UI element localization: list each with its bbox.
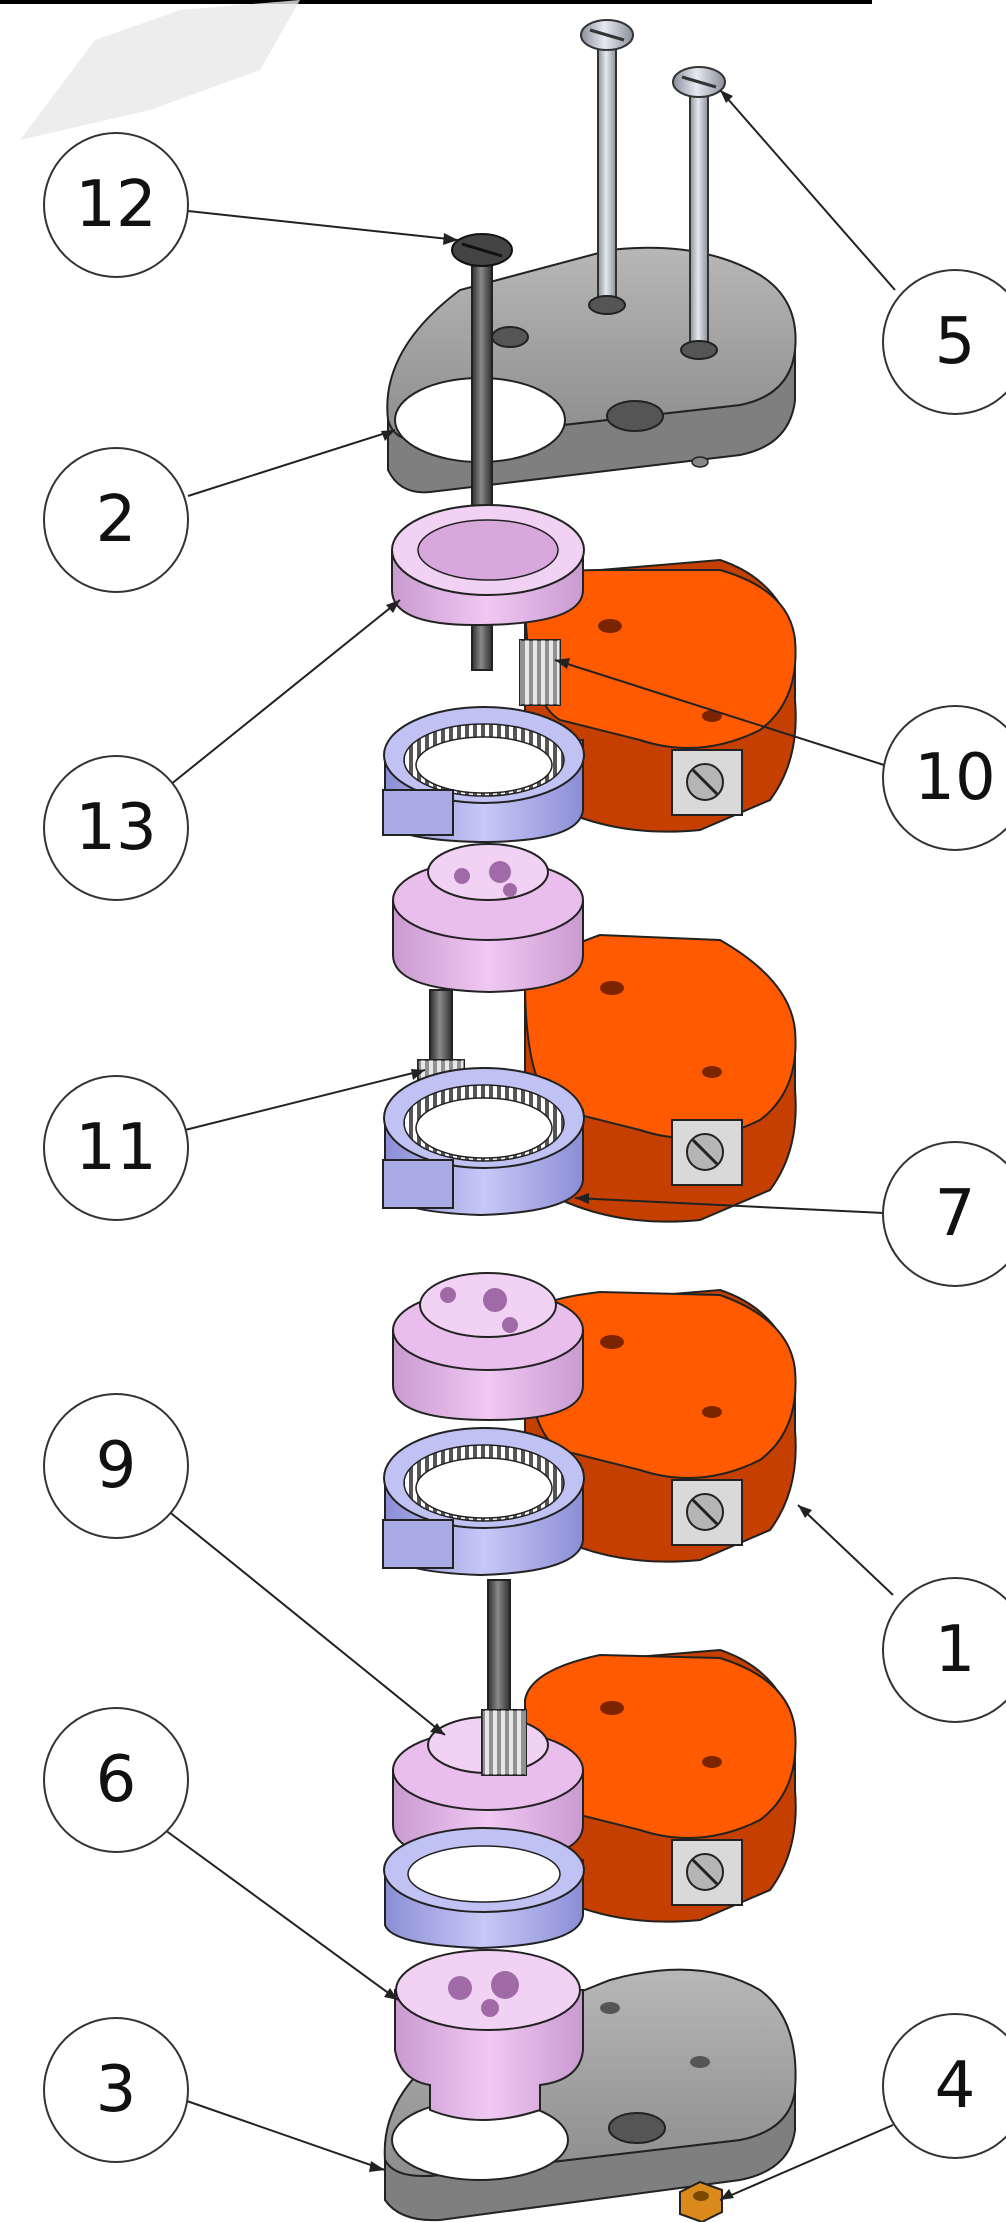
- callout-circle: [43, 132, 189, 278]
- callout-circle: [43, 755, 189, 901]
- callout-3: 3: [43, 2017, 189, 2163]
- callout-label: 11: [75, 1111, 156, 1185]
- shaft-middle: [487, 1579, 511, 1731]
- screw-5-left: [580, 19, 634, 315]
- ring-gear-7: [382, 1067, 585, 1217]
- callout-circle: [882, 269, 1006, 415]
- callout-circle: [43, 2017, 189, 2163]
- housing-stage-2: [523, 933, 797, 1223]
- callout-circle: [882, 1577, 1006, 1723]
- callout-5: 5: [882, 269, 1006, 415]
- callout-circle: [882, 2013, 1006, 2159]
- callout-4: 4: [882, 2013, 1006, 2159]
- leader-4: [719, 2124, 894, 2201]
- carrier-stage-2: [392, 843, 584, 994]
- callouts: 12 2 13 11 9 6 3 5 10 7 1 4: [43, 132, 1006, 2163]
- leader-2: [187, 429, 396, 497]
- callout-11: 11: [43, 1075, 189, 1221]
- callout-circle: [43, 1393, 189, 1539]
- leader-lines: [164, 89, 896, 2201]
- callout-label: 1: [935, 1613, 976, 1687]
- callout-circle: [43, 1075, 189, 1221]
- callout-circle: [43, 447, 189, 593]
- leader-arrowheads: [369, 90, 812, 2200]
- callout-9: 9: [43, 1393, 189, 1539]
- ring-gear-stage-4: [383, 1827, 585, 1950]
- pinion-10: [519, 639, 561, 706]
- top-plate: [386, 246, 797, 494]
- callout-label: 12: [75, 168, 156, 242]
- leader-7: [574, 1197, 885, 1214]
- watermark-graphic: [20, 0, 300, 140]
- housing-1: [523, 1288, 797, 1563]
- leader-9: [166, 1509, 446, 1736]
- callout-1: 1: [882, 1577, 1006, 1723]
- screw-5-right: [672, 66, 726, 360]
- leader-1: [797, 1504, 894, 1596]
- callout-label: 9: [96, 1429, 137, 1503]
- carrier-stage-3: [392, 1272, 584, 1422]
- callout-10: 10: [882, 705, 1006, 851]
- callout-label: 13: [75, 791, 156, 865]
- callout-label: 2: [96, 483, 137, 557]
- callout-circle: [43, 1707, 189, 1853]
- callout-circle: [882, 705, 1006, 851]
- bottom-plate-3: [383, 1968, 797, 2222]
- ring-gear-stage-3: [382, 1427, 585, 1577]
- callout-label: 6: [96, 1743, 137, 1817]
- ring-gear-stage-1: [382, 706, 585, 844]
- pinion-9: [481, 1709, 527, 1776]
- callout-label: 5: [935, 305, 976, 379]
- leader-3: [183, 2099, 386, 2171]
- nut-4: [679, 2180, 723, 2222]
- callout-13: 13: [43, 755, 189, 901]
- callout-label: 3: [96, 2053, 137, 2127]
- callout-circle: [882, 1141, 1006, 1287]
- callout-label: 10: [914, 741, 995, 815]
- callout-7: 7: [882, 1141, 1006, 1287]
- leader-5: [719, 89, 896, 291]
- leader-10: [554, 659, 885, 766]
- output-carrier-6: [394, 1949, 584, 2121]
- leader-13: [169, 599, 401, 786]
- callout-12: 12: [43, 132, 189, 278]
- housing-stage-4: [523, 1648, 797, 1923]
- leader-12: [187, 210, 459, 241]
- callout-2: 2: [43, 447, 189, 593]
- leader-6: [164, 1829, 399, 2001]
- callout-6: 6: [43, 1707, 189, 1853]
- callout-label: 7: [935, 1177, 976, 1251]
- leader-11: [184, 1069, 426, 1131]
- housing-stage-1: [523, 558, 797, 833]
- carrier-13: [391, 504, 585, 627]
- callout-label: 4: [935, 2049, 976, 2123]
